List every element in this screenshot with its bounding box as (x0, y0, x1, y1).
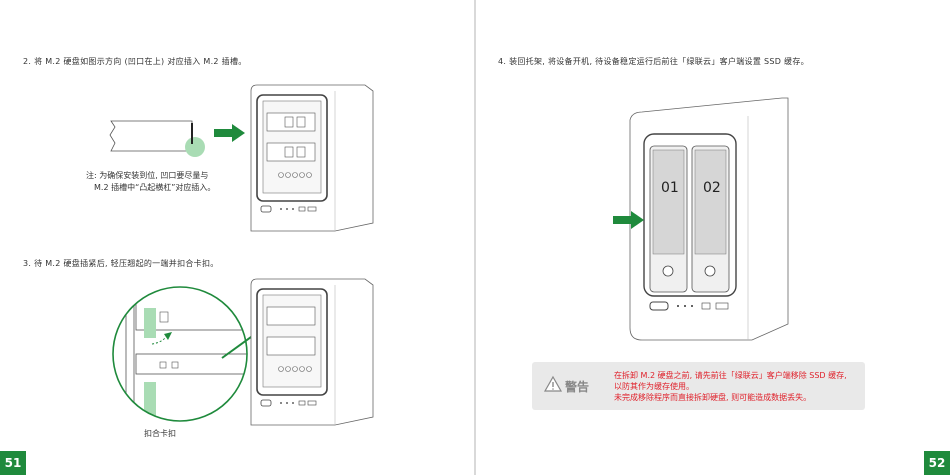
warning-text: 在拆卸 M.2 硬盘之前, 请先前往「绿联云」客户端移除 SSD 缓存, 以防其… (614, 370, 894, 403)
warning-line-2: 以防其作为缓存使用。 (614, 381, 894, 392)
bay-label-02: 02 (703, 180, 721, 196)
m2-drive-illustration (108, 118, 218, 168)
step-3-text: 3. 待 M.2 硬盘插紧后, 轻压翘起的一端并扣合卡扣。 (23, 258, 219, 269)
step-4-text: 4. 装回托架, 将设备开机, 待设备稳定运行后前往「绿联云」客户端设置 SSD… (498, 56, 809, 67)
nas-device-illustration (245, 83, 375, 233)
warning-title: 警告 (565, 378, 589, 395)
arrow-right-icon (214, 124, 246, 142)
nas-device-illustration-2 (245, 277, 375, 427)
note-line-1: 注: 为确保安装到位, 凹口要尽量与 (86, 170, 215, 182)
note-line-2: M.2 插槽中“凸起横杠”对应插入。 (86, 182, 215, 194)
warning-line-1: 在拆卸 M.2 硬盘之前, 请先前往「绿联云」客户端移除 SSD 缓存, (614, 370, 894, 381)
left-page: 2. 将 M.2 硬盘如图示方向 (凹口在上) 对应插入 M.2 插槽。 注: … (0, 0, 474, 475)
step-2-text: 2. 将 M.2 硬盘如图示方向 (凹口在上) 对应插入 M.2 插槽。 (23, 56, 247, 67)
install-note: 注: 为确保安装到位, 凹口要尽量与 M.2 插槽中“凸起横杠”对应插入。 (86, 170, 215, 194)
bay-label-01: 01 (661, 180, 679, 196)
page-number-left: 51 (0, 451, 26, 475)
latch-caption: 扣合卡扣 (144, 428, 176, 439)
warning-line-3: 未完成移除程序而直接拆卸硬盘, 则可能造成数据丢失。 (614, 392, 894, 403)
nas-front-illustration: 01 02 (630, 96, 800, 346)
warning-triangle-icon (544, 376, 562, 392)
arrow-right-icon (613, 211, 645, 229)
page-number-right: 52 (924, 451, 950, 475)
